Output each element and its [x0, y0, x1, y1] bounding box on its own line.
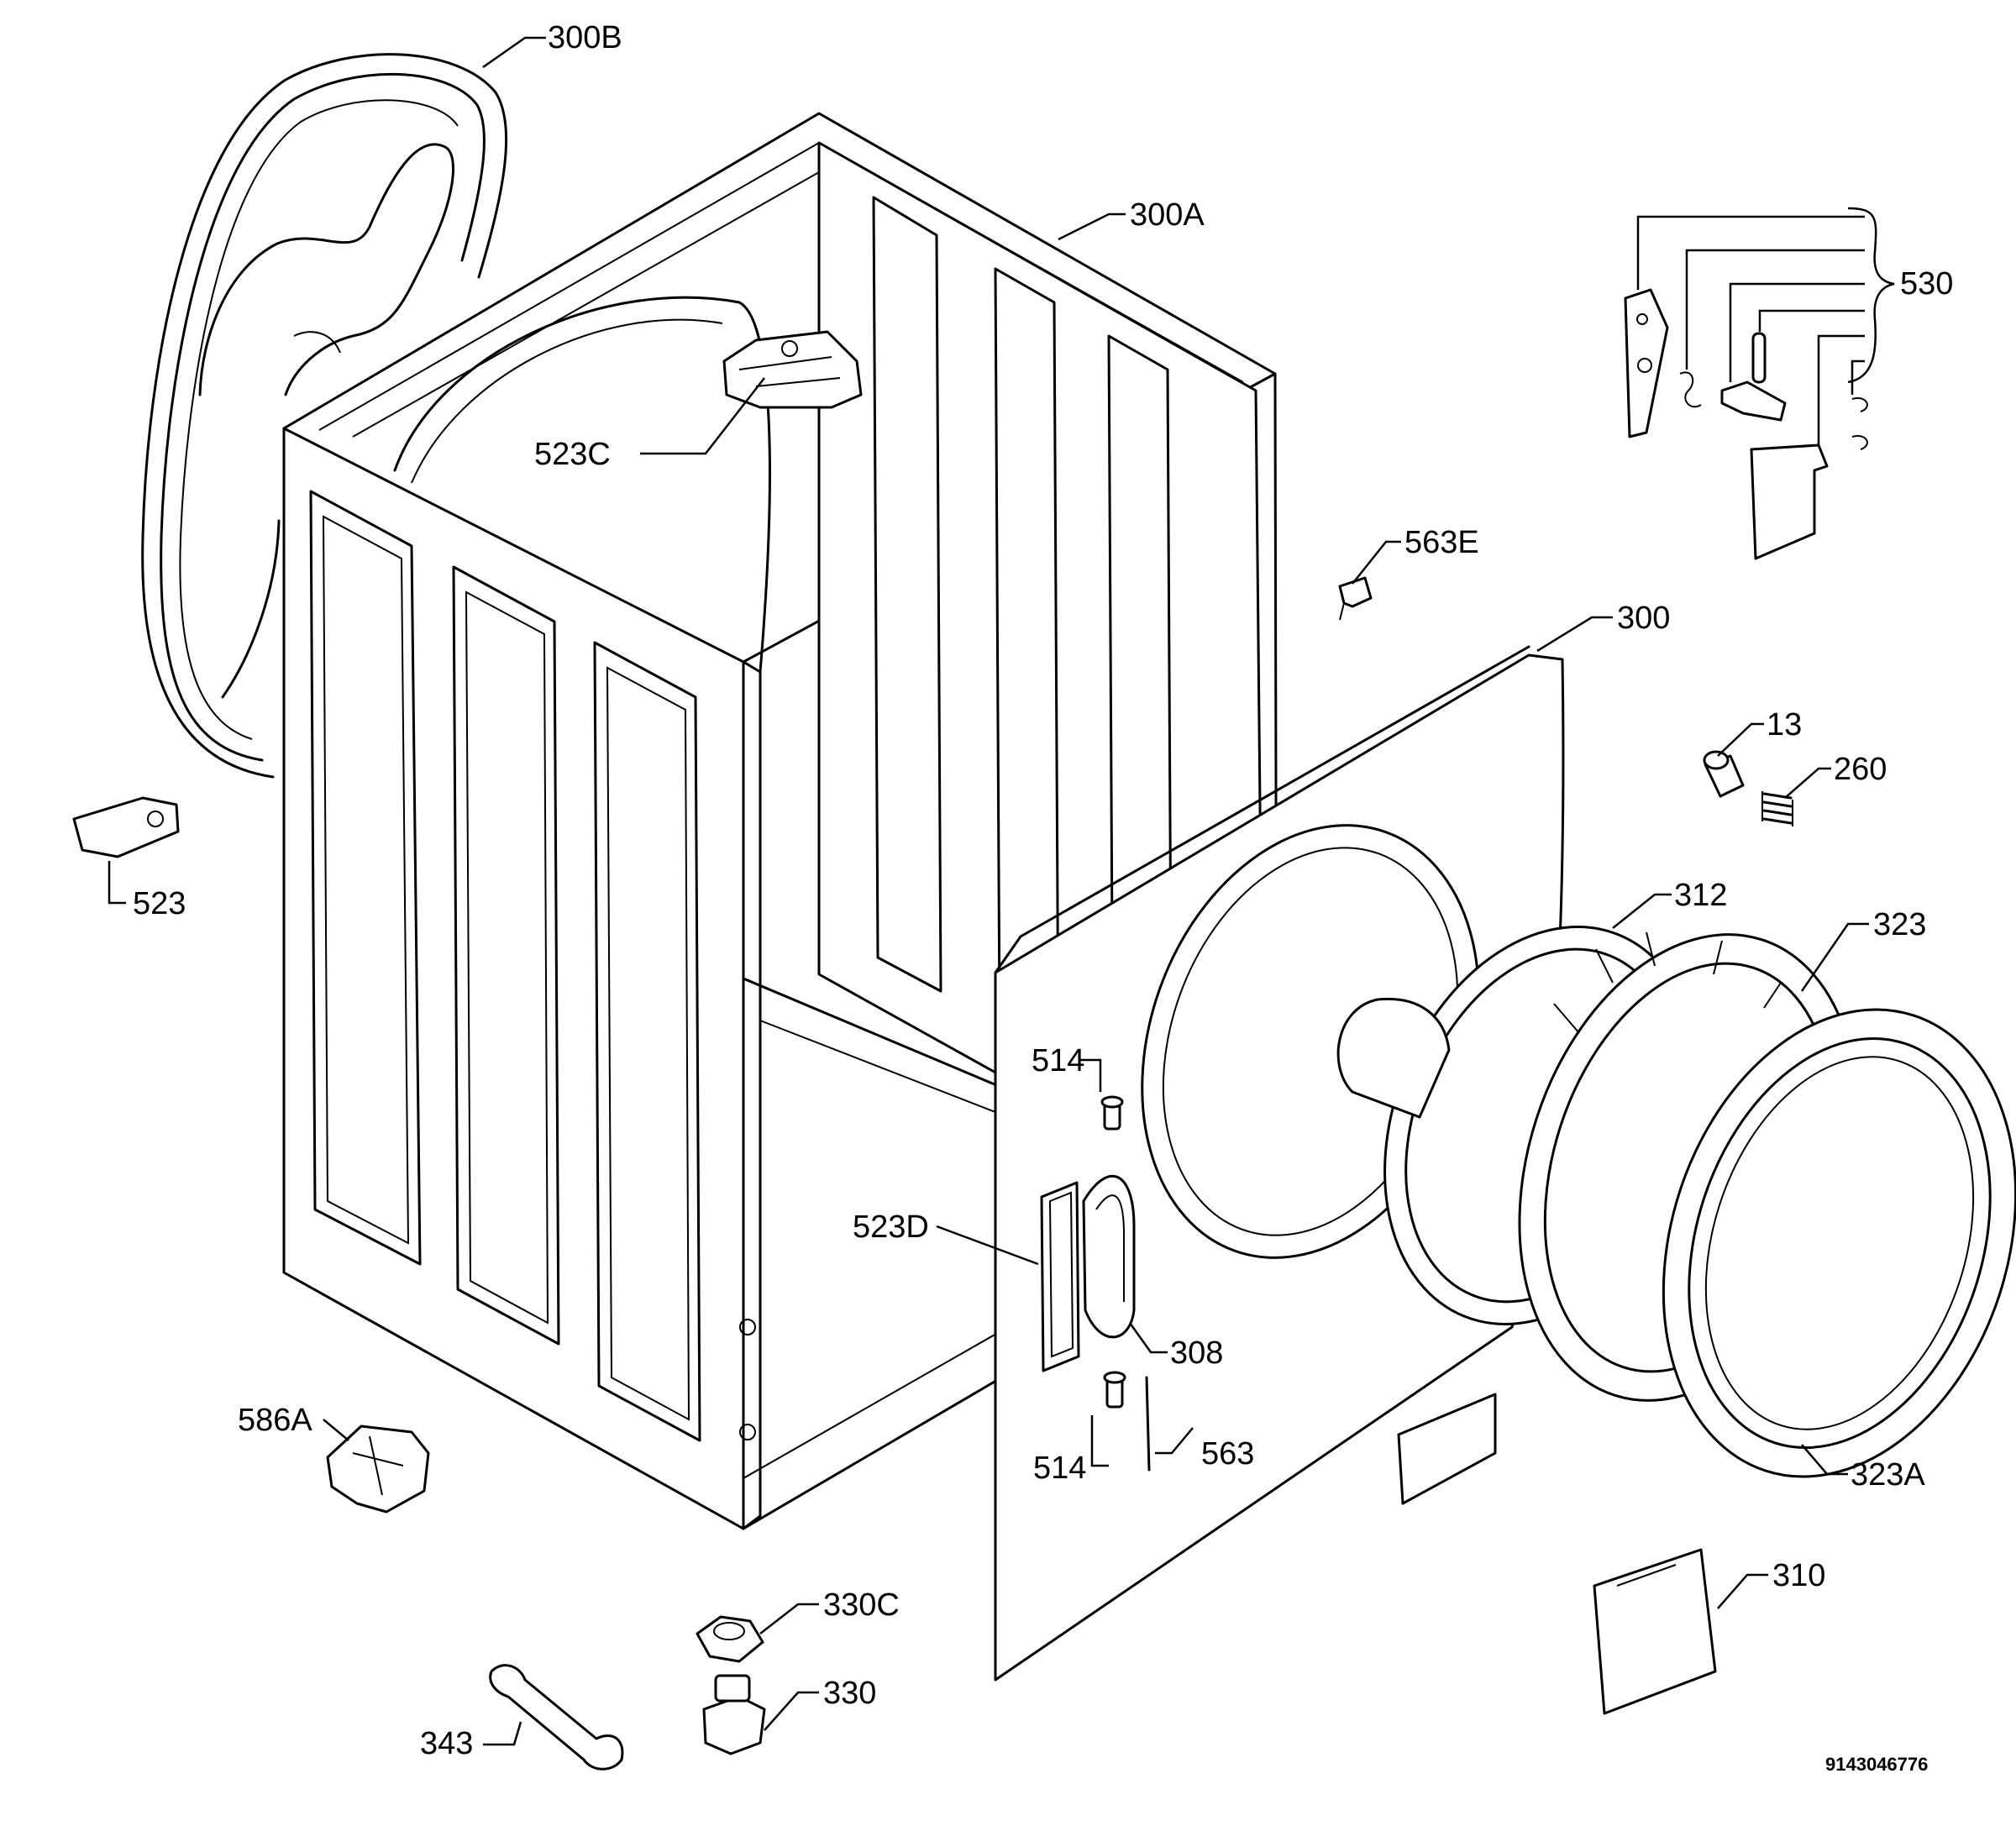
part-523C-bracket: [722, 330, 863, 409]
label-312: 312: [1674, 878, 1727, 913]
label-530: 530: [1900, 266, 1953, 302]
part-514-pin-top: [1100, 1095, 1124, 1131]
part-13-bushing: [1703, 750, 1745, 798]
part-563-rod: [1145, 1376, 1151, 1472]
label-514-bottom: 514: [1033, 1451, 1086, 1486]
label-323: 323: [1873, 907, 1926, 942]
part-260-spring: [1761, 791, 1793, 826]
label-300A: 300A: [1130, 197, 1205, 233]
part-330-fitting: [702, 1674, 766, 1755]
label-523C: 523C: [534, 437, 611, 472]
label-514-top: 514: [1032, 1043, 1084, 1078]
drawing-code: 9143046776: [1825, 1754, 1928, 1775]
label-523D: 523D: [853, 1209, 929, 1245]
part-530-hinge-assembly: [1624, 207, 1895, 560]
label-300: 300: [1617, 601, 1670, 636]
part-523-clamp: [72, 796, 180, 858]
part-343-wrench: [489, 1664, 624, 1771]
label-260: 260: [1834, 752, 1887, 787]
part-330C-nut: [696, 1615, 764, 1663]
label-586A: 586A: [238, 1403, 312, 1438]
label-523: 523: [133, 886, 186, 921]
label-563E: 563E: [1404, 525, 1479, 560]
label-300B: 300B: [548, 20, 622, 55]
part-300B-rear-panel: [141, 53, 508, 779]
label-13: 13: [1767, 707, 1802, 742]
part-310-cover: [1593, 1548, 1717, 1715]
label-343: 343: [420, 1726, 473, 1761]
label-308: 308: [1170, 1335, 1223, 1371]
label-330: 330: [823, 1676, 876, 1711]
part-563E-clip: [1338, 576, 1373, 621]
label-330C: 330C: [823, 1587, 900, 1623]
label-563: 563: [1201, 1436, 1254, 1472]
leader-lines: [108, 36, 1869, 1746]
label-310: 310: [1772, 1558, 1825, 1593]
label-323A: 323A: [1851, 1457, 1925, 1493]
part-308-handle: [1082, 1174, 1136, 1339]
part-514-pin-bottom: [1103, 1371, 1126, 1409]
part-586A-bracket: [326, 1425, 430, 1514]
part-323A-door-ring: [1662, 1008, 2016, 1478]
